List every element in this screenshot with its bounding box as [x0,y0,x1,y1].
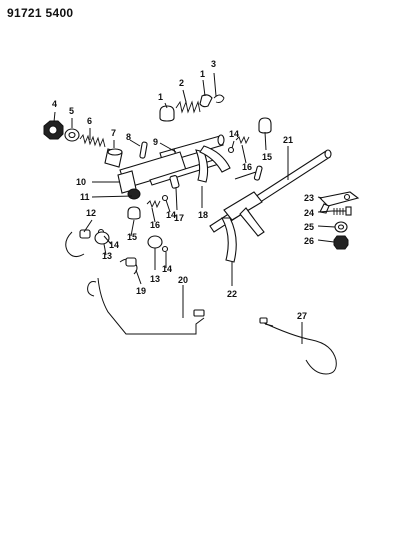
part-8-pin-lower [253,165,263,181]
callout-5: 5 [69,106,74,116]
callout-16b: 16 [150,220,160,230]
callout-16a: 16 [242,162,252,172]
part-1-cap [159,94,213,122]
callout-11: 11 [80,192,90,202]
callout-14b: 14 [166,210,176,220]
callout-1b: 1 [158,92,163,102]
part-15-plug [127,117,272,220]
callout-17: 17 [174,213,184,223]
part-2-spring [175,100,201,114]
callout-14c: 14 [109,240,119,250]
callout-19: 19 [136,286,146,296]
callout-15b: 15 [127,232,137,242]
part-12-switch [65,229,91,258]
callout-18: 18 [198,210,208,220]
callout-12: 12 [86,208,96,218]
callout-14d: 14 [162,264,172,274]
document-number: 91721 5400 [7,6,74,20]
callout-4: 4 [52,99,57,109]
callout-7: 7 [111,128,116,138]
part-22-shift-fork [221,191,265,263]
part-20-wire-harness [87,277,205,335]
part-6-spring [79,133,106,148]
callout-23: 23 [304,193,314,203]
callout-leader-lines [53,72,336,344]
part-17-pin [169,175,180,189]
callout-14a: 14 [229,129,239,139]
callout-26: 26 [304,236,314,246]
callout-numbers: 1 1 2 3 4 5 6 7 8 9 10 11 12 13 13 14 14… [52,59,314,321]
callout-6: 6 [87,116,92,126]
callout-13b: 13 [150,274,160,284]
callout-22: 22 [227,289,237,299]
callout-20: 20 [178,275,188,285]
callout-2: 2 [179,78,184,88]
callout-15a: 15 [262,152,272,162]
callout-24: 24 [304,208,314,218]
part-19-switch [119,257,138,275]
callout-25: 25 [304,222,314,232]
part-16-spring [146,135,250,209]
part-4-nut [43,120,64,140]
part-24-bolt [332,206,352,216]
part-26-nut [333,235,349,250]
part-25-nut [334,221,348,233]
part-13-switch [94,231,163,249]
callout-21: 21 [283,135,293,145]
part-8-pin-upper [139,141,148,159]
part-23-bracket [318,191,360,214]
part-5-washer [64,128,80,142]
part-7-sleeve [104,148,123,168]
callout-27: 27 [297,311,307,321]
callout-1: 1 [200,69,205,79]
part-27-cable [259,317,337,375]
callout-3: 3 [211,59,216,69]
callout-10: 10 [76,177,86,187]
callout-9: 9 [153,137,158,147]
callout-13a: 13 [102,251,112,261]
part-18-shift-fork [195,145,231,183]
callout-8: 8 [126,132,131,142]
part-3-clip [213,94,225,103]
